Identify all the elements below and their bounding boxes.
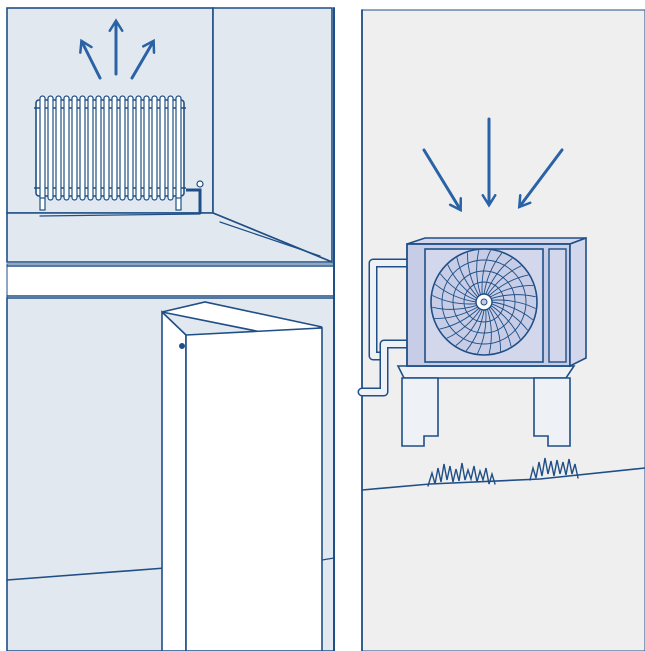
radiator-column — [159, 95, 166, 201]
heat-in-arrows — [422, 117, 564, 213]
fan-grille-spoke — [491, 301, 534, 321]
refrigerant-pipes — [357, 258, 412, 397]
fan-grille-spoke — [446, 308, 481, 339]
fan-grille-spoke — [491, 294, 536, 299]
floor-slab-band — [6, 263, 335, 299]
fan-grille-spoke — [490, 285, 534, 298]
fan-grille-spoke — [447, 264, 478, 299]
stand-right-leg — [533, 377, 571, 447]
floor-slab — [6, 263, 335, 299]
fan-grille-spoke — [488, 274, 529, 297]
radiator-column — [47, 95, 54, 201]
fan-grille-spoke — [481, 250, 491, 295]
radiator-column — [111, 95, 118, 201]
fan-grille-spoke — [491, 299, 536, 309]
grass-tuft-left — [427, 462, 496, 487]
radiator-column — [119, 95, 126, 201]
fan-grille-ring — [441, 259, 527, 345]
unit-service-panel — [548, 248, 567, 363]
radiator-column — [87, 95, 94, 201]
air-arrow-right — [517, 148, 564, 209]
radiator-pipe — [186, 188, 202, 214]
fan-grille-spoke — [465, 309, 485, 352]
radiator-foot-right — [175, 197, 182, 211]
radiator-column — [151, 95, 158, 201]
cabinet-indicator-dot — [179, 343, 185, 349]
fan-grille-spoke — [488, 308, 501, 352]
fan-grille-spoke — [456, 257, 479, 298]
upper-floor-sketch-line — [39, 213, 321, 257]
fan-grille-spoke — [476, 250, 481, 295]
fan-grille-spoke — [487, 265, 522, 296]
radiator-column — [103, 95, 110, 201]
fan-grille-spoke — [477, 309, 487, 354]
fan-grille-spoke — [439, 307, 480, 330]
fan-grille-spoke — [434, 306, 478, 319]
radiator-column — [175, 95, 182, 201]
lower-floor-line-right — [321, 557, 335, 561]
radiator-valve — [196, 180, 204, 188]
fan-grille — [430, 248, 538, 356]
radiator-column — [167, 95, 174, 201]
fan-grille-spoke — [485, 257, 513, 295]
grass-tuft-right — [529, 457, 579, 481]
pipe-lower-inner — [359, 341, 410, 395]
fan-grille-ring — [463, 281, 505, 323]
air-arrow-left — [422, 148, 463, 213]
fan-grille-spoke — [439, 273, 477, 301]
radiator-column — [95, 95, 102, 201]
radiator-column — [127, 95, 134, 201]
fan-grille-spoke — [483, 252, 503, 295]
fan-grille-spoke — [487, 309, 492, 354]
fan-hub-center — [480, 298, 488, 306]
cabinet-side — [185, 327, 323, 651]
heat-arrow-left — [79, 38, 102, 80]
fan-grille-spoke — [489, 306, 512, 347]
radiator-column — [143, 95, 150, 201]
radiator — [34, 95, 204, 214]
radiator-column — [79, 95, 86, 201]
stand-top — [396, 365, 576, 379]
heat-out-arrows — [79, 18, 156, 80]
cabinet-top — [161, 301, 323, 338]
fan-grille-spoke — [490, 305, 521, 340]
upper-room-floor — [6, 212, 333, 263]
radiator-column — [71, 95, 78, 201]
lower-floor-line — [6, 567, 166, 581]
radiator-column — [39, 95, 46, 201]
ground-line — [361, 467, 645, 491]
fan-grille-spoke — [467, 252, 480, 296]
radiator-column — [55, 95, 62, 201]
radiator-column — [135, 95, 142, 201]
indoor-cabinet — [161, 301, 323, 651]
radiator-foot-left — [39, 197, 46, 211]
fan-grille-spoke — [491, 303, 529, 331]
fan-grille-spoke — [455, 309, 483, 347]
cabinet-front — [161, 310, 187, 651]
radiator-column — [63, 95, 70, 201]
fan-grille-spoke — [432, 295, 477, 305]
stand-left-leg — [401, 377, 439, 447]
unit-side — [569, 236, 587, 368]
grass — [427, 457, 579, 487]
fan-grille-spoke — [434, 283, 477, 303]
fan-grille-spoke — [432, 305, 477, 310]
heat-arrow-right — [130, 38, 156, 80]
pipe-upper-inner — [370, 260, 410, 359]
unit-stand — [396, 365, 576, 447]
outdoor-heat-pump-unit — [396, 236, 587, 447]
